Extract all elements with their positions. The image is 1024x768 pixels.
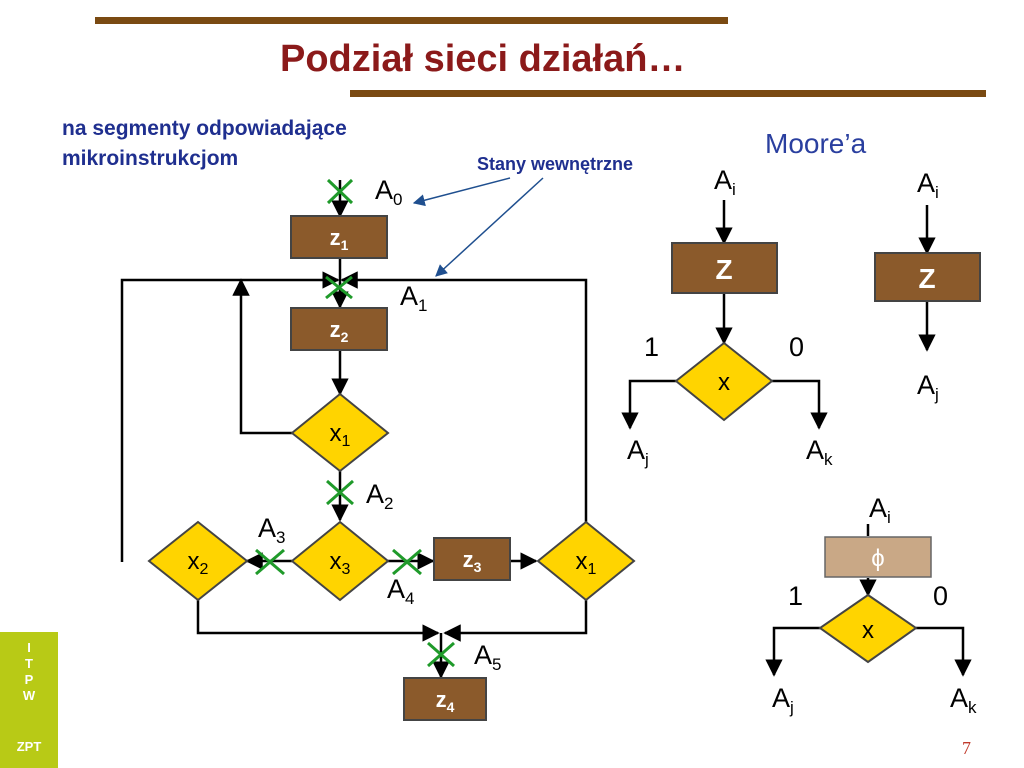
state-a4: A4 [387, 574, 414, 608]
mealy-wire-one [621, 379, 676, 430]
subtitle-line-2: mikroinstrukcjom [62, 147, 239, 170]
phantom-wire-zero [916, 626, 972, 677]
cross-icon [255, 548, 285, 576]
top-decor-bar [95, 17, 728, 24]
diamond-x1-label: x1 [330, 420, 351, 450]
block-z2: z2 [290, 307, 388, 351]
diamond-x1-second-shape [536, 520, 636, 602]
wire-x2-merge [196, 600, 440, 642]
state-labels: A0 A1 A2 A3 A4 A5 [258, 175, 501, 674]
under-title-bar [350, 90, 986, 97]
phantom-diamond-shape [818, 593, 918, 664]
diamond-x2-label: x2 [188, 548, 209, 578]
diamond-x3-shape [290, 520, 390, 602]
block-z1: z1 [290, 215, 388, 259]
slide-title: Podział sieci działań… [280, 38, 686, 80]
phantom-out-j: Aj [772, 683, 794, 717]
sidebar-letter: P [24, 672, 34, 687]
main-connectors [120, 180, 588, 679]
cross-icon [326, 178, 354, 205]
diamond-x2-shape [147, 520, 249, 602]
state-a1: A1 [400, 281, 427, 315]
diamond-x2: x2 [147, 520, 249, 602]
mealy-block-label: Z [715, 254, 732, 285]
wire-x1-back [232, 278, 292, 435]
phantom-wire-one [765, 626, 820, 677]
annotation-internal-states: Stany wewnętrzne [477, 154, 633, 174]
mealy-block-shape [671, 242, 778, 294]
sidebar-letters: I T P W [0, 640, 58, 704]
diamond-x1-second: x1 [536, 520, 636, 602]
sidebar-letter: T [25, 656, 33, 671]
cross-icon [326, 479, 354, 506]
diamond-x3-label: x3 [330, 548, 351, 578]
block-z3: z3 [433, 537, 511, 581]
wire-x1b-merge [443, 600, 588, 642]
main-diamonds: x1 x2 x3 x1 [147, 392, 636, 602]
block-z1-shape [290, 215, 388, 259]
mealy-branch-one: 1 [644, 332, 659, 362]
sidebar-letter: I [27, 640, 31, 655]
diamond-x3: x3 [290, 520, 390, 602]
block-z1-label: z1 [330, 225, 349, 253]
sidebar-footer: ZPT [16, 739, 42, 754]
phantom-branch-zero: 0 [933, 581, 948, 611]
state-a0: A0 [375, 175, 402, 209]
mealy-wire-zero [772, 379, 828, 430]
block-z3-shape [433, 537, 511, 581]
mealy-state-in: Ai [714, 165, 736, 199]
phi-label: ϕ [871, 545, 884, 572]
wire-x2-loop [120, 271, 340, 562]
mealy-diamond-label: x [718, 369, 730, 396]
moore-label: Moore’a [765, 128, 867, 159]
page-number: 7 [962, 738, 971, 758]
phantom-example: Ai ϕ x 1 0 Aj Ak [765, 493, 977, 717]
moore-example: Ai Z Aj [874, 168, 981, 404]
wire-x1b-loop [340, 271, 588, 522]
block-z4-shape [403, 677, 487, 721]
moore-block-shape [874, 252, 981, 302]
phantom-out-k: Ak [950, 683, 977, 717]
mealy-example: Ai Z x 1 0 Aj Ak [621, 165, 833, 469]
phantom-branch-one: 1 [788, 581, 803, 611]
cross-icon [392, 548, 422, 576]
slide-subtitle: na segmenty odpowiadające mikroinstrukcj… [62, 114, 347, 174]
cross-icon [427, 641, 455, 668]
arrow-to-a1 [435, 177, 544, 277]
mealy-branch-zero: 0 [789, 332, 804, 362]
mealy-out-j: Aj [627, 435, 649, 469]
mealy-out-k: Ak [806, 435, 833, 469]
main-blocks: z1 z2 z3 z4 [290, 215, 511, 721]
block-z4-label: z4 [436, 687, 455, 715]
diamond-x1: x1 [290, 392, 390, 473]
phantom-state-in: Ai [869, 493, 891, 527]
diamond-x1-shape [290, 392, 390, 473]
block-z4: z4 [403, 677, 487, 721]
sidebar-letter: W [22, 688, 36, 703]
phantom-block-shape [824, 536, 932, 578]
moore-state-out: Aj [917, 370, 939, 404]
diamond-x1-second-label: x1 [576, 548, 597, 578]
annotation-arrows [412, 177, 544, 277]
state-a5: A5 [474, 640, 501, 674]
state-cross-marks [255, 178, 455, 668]
arrow-to-a0 [412, 177, 511, 207]
block-z2-label: z2 [330, 317, 349, 345]
subtitle-line-1: na segmenty odpowiadające [62, 117, 347, 140]
moore-block-label: Z [918, 263, 935, 294]
mealy-diamond-shape [674, 341, 774, 422]
phantom-diamond-label: x [862, 617, 874, 644]
state-a2: A2 [366, 479, 393, 513]
state-a3: A3 [258, 513, 285, 547]
institution-sidebar: I T P W ZPT [0, 632, 58, 768]
moore-state-in: Ai [917, 168, 939, 202]
cross-icon [325, 275, 353, 300]
block-z3-label: z3 [463, 547, 482, 575]
block-z2-shape [290, 307, 388, 351]
